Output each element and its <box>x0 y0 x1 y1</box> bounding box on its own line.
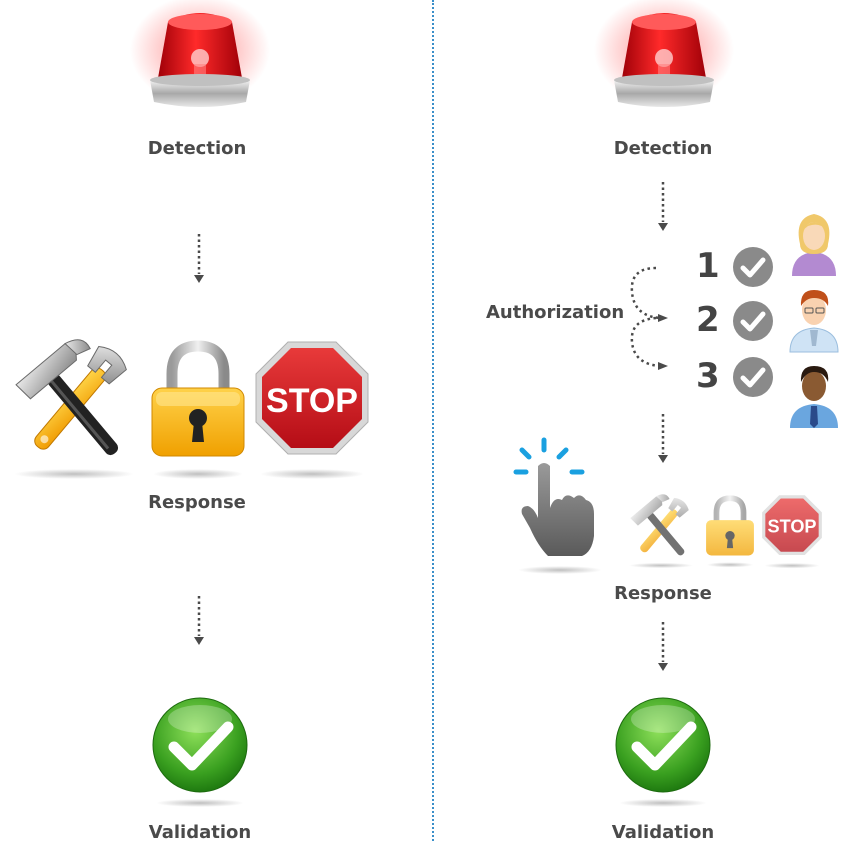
grey-check-icon <box>732 356 774 398</box>
siren-icon <box>584 0 744 125</box>
approver-number-3: 3 <box>696 356 720 396</box>
flow-arrow <box>191 596 207 648</box>
padlock-icon <box>704 488 756 574</box>
checkmark-icon <box>150 697 250 807</box>
svg-text:STOP: STOP <box>767 517 816 537</box>
grey-check-icon <box>732 246 774 288</box>
dark-skin-man-avatar-icon <box>788 362 840 428</box>
click-hand-icon <box>508 436 604 576</box>
step-label-validation: Validation <box>611 822 715 843</box>
step-label-validation: Validation <box>148 822 252 843</box>
step-label-detection: Detection <box>613 138 713 159</box>
padlock-icon <box>148 338 248 480</box>
flow-arrow <box>191 234 207 286</box>
siren-icon <box>120 0 280 125</box>
flow-arrow <box>655 414 671 466</box>
blonde-woman-avatar-icon <box>788 210 840 276</box>
svg-text:STOP: STOP <box>266 382 358 420</box>
step-label-detection: Detection <box>147 138 247 159</box>
column-divider <box>432 0 434 841</box>
step-label-authorization: Authorization <box>486 302 625 323</box>
step-label-response: Response <box>614 583 712 604</box>
stop-sign-icon: STOP <box>760 488 824 574</box>
redhead-man-avatar-icon <box>788 286 840 353</box>
approver-number-1: 1 <box>696 246 720 286</box>
flow-arrow <box>655 182 671 234</box>
approver-number-2: 2 <box>696 300 720 340</box>
tools-icon <box>8 338 140 480</box>
tools-icon <box>626 488 696 574</box>
checkmark-icon <box>613 697 713 807</box>
stop-sign-icon: STOP <box>252 338 372 480</box>
authorization-branch-arrows <box>620 262 676 374</box>
grey-check-icon <box>732 300 774 342</box>
flow-arrow <box>655 622 671 674</box>
step-label-response: Response <box>148 492 246 513</box>
